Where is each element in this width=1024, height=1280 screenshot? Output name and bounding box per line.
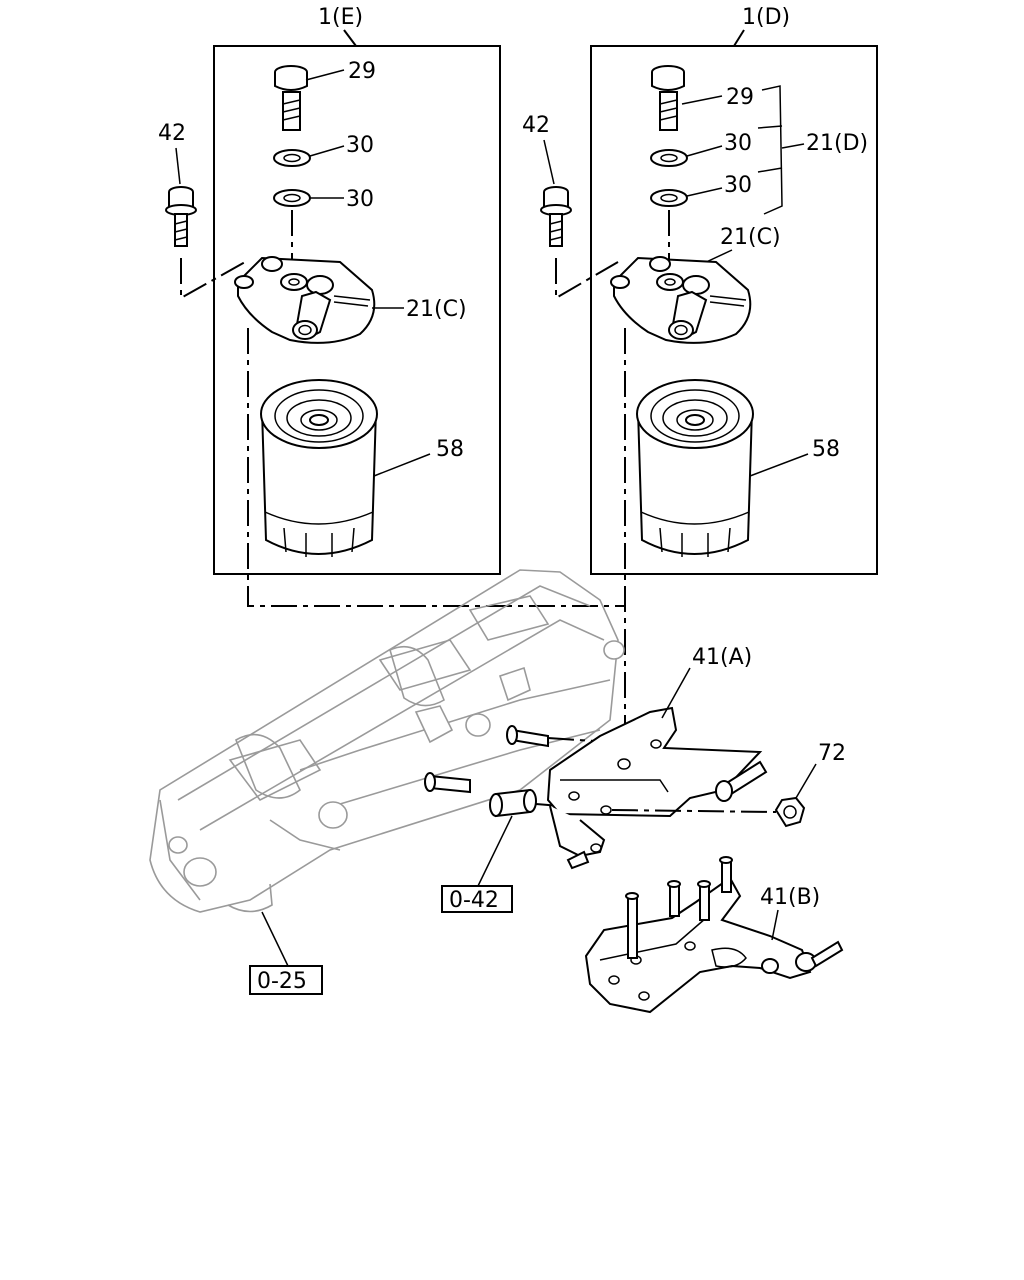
stud-icon (424, 725, 549, 794)
label-e-washer-bottom: 30 (346, 187, 374, 212)
bolt-29-e-icon (274, 65, 308, 131)
label-d-washer-bottom: 30 (724, 173, 752, 198)
label-bracket-a: 41(A) (692, 645, 752, 670)
assembly-box-e (213, 29, 501, 575)
label-e-washer-top: 30 (346, 133, 374, 158)
label-d-bolt-side: 42 (522, 113, 550, 138)
oil-filter-e-icon (260, 379, 378, 557)
bolt-29-d-icon (651, 65, 685, 131)
bracket-41a-icon (546, 706, 768, 870)
label-ref-025[interactable]: 0-25 (257, 969, 307, 994)
spacer-icon (489, 788, 537, 818)
filter-head-e-icon (234, 256, 376, 344)
bracket-41b-icon (584, 856, 844, 1014)
assembly-box-d (590, 29, 878, 575)
label-kit-d: 1(D) (742, 5, 790, 30)
oil-filter-d-icon (636, 379, 754, 557)
label-e-filter: 58 (436, 437, 464, 462)
washer-30-d-bottom-icon (650, 189, 688, 207)
washer-30-d-top-icon (650, 149, 688, 167)
label-d-head: 21(C) (720, 225, 781, 250)
washer-30-e-bottom-icon (273, 189, 311, 207)
filter-head-d-icon (610, 256, 752, 344)
ref-box-042[interactable] (441, 885, 513, 913)
label-d-filter: 58 (812, 437, 840, 462)
ref-box-025[interactable] (249, 965, 323, 995)
label-nut: 72 (818, 741, 846, 766)
label-e-bolt: 29 (348, 59, 376, 84)
nut-72-icon (774, 796, 806, 828)
mount-line-e (247, 328, 625, 607)
engine-block-ghost (149, 569, 625, 913)
label-d-kit: 21(D) (806, 131, 868, 156)
label-d-bolt: 29 (726, 85, 754, 110)
label-e-bolt-side: 42 (158, 121, 186, 146)
bolt-42-d-icon (540, 186, 572, 247)
label-d-washer-top: 30 (724, 131, 752, 156)
washer-30-e-top-icon (273, 149, 311, 167)
bolt-42-e-icon (165, 186, 197, 247)
label-ref-042[interactable]: 0-42 (449, 888, 499, 913)
label-bracket-b: 41(B) (760, 885, 820, 910)
kit-bracket-d (757, 85, 805, 215)
label-kit-e: 1(E) (318, 5, 363, 30)
label-e-head: 21(C) (406, 297, 467, 322)
